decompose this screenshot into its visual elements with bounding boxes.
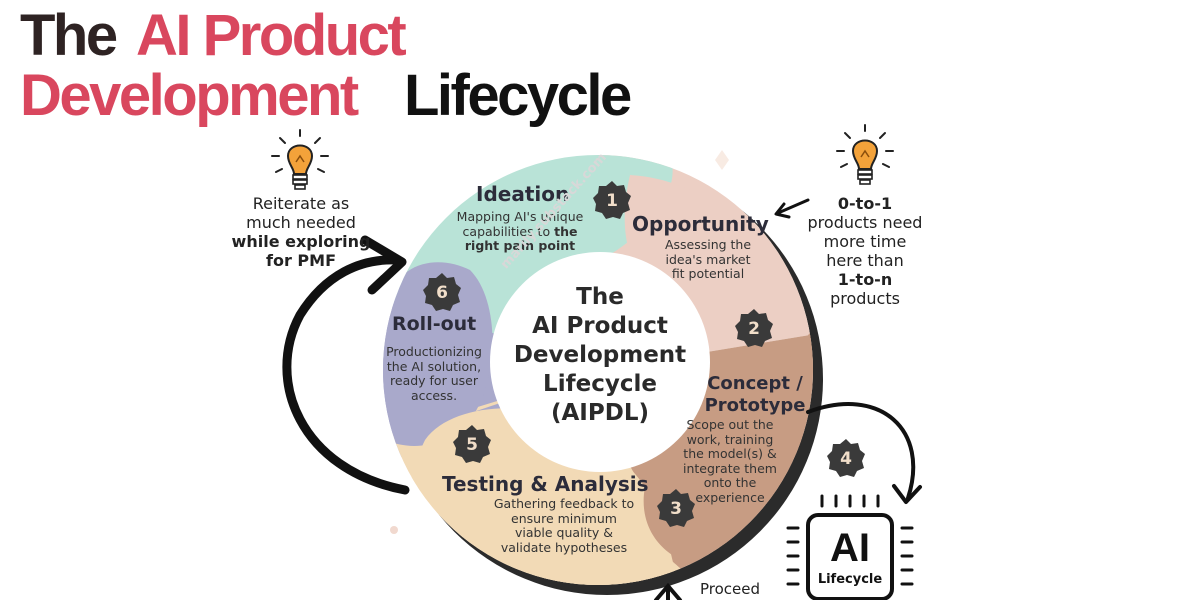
ideation-desc-line1: Mapping AI's unique [456, 209, 584, 224]
concept-desc-line6: experience [695, 489, 765, 505]
badge-6: 6 [423, 273, 461, 311]
testing-desc-line2: ensure minimum [511, 510, 617, 526]
badge-4: 4 [827, 439, 865, 477]
chip-label-ai: AI [830, 526, 870, 570]
svg-text:2: 2 [748, 319, 760, 339]
svg-text:1: 1 [606, 191, 618, 211]
left-note-line2: much needed [246, 213, 356, 232]
decor-dot [390, 526, 398, 534]
proceed-label: Proceed [700, 580, 761, 598]
decor-sparkle [715, 150, 729, 170]
lightbulb-icon-right [836, 124, 894, 185]
svg-text:3: 3 [670, 499, 682, 519]
stage-testing-title: Testing & Analysis [442, 472, 649, 496]
right-note-line2: more time [823, 232, 907, 251]
lightbulb-icon-left [271, 129, 329, 190]
stage-ideation-title: Ideation [476, 182, 570, 206]
right-note-bold2: 1-to-n [837, 270, 893, 289]
left-note-bold1: while exploring [231, 232, 371, 251]
stage-concept-desc: Scope out the work, training the model(s… [680, 417, 780, 505]
concept-title-line2: Prototype [704, 395, 806, 416]
stage-rollout-title: Roll-out [392, 313, 477, 335]
left-note: Reiterate as much needed while exploring… [228, 194, 374, 270]
center-title-line3: Development [513, 342, 687, 368]
center-title: The AI Product Development Lifecycle (AI… [500, 283, 700, 428]
center-title-line5: (AIPDL) [551, 400, 649, 426]
title-the: The [20, 3, 118, 68]
svg-text:5: 5 [466, 435, 478, 455]
stage-rollout-desc: Productionizing the AI solution, ready f… [382, 344, 486, 403]
proceed-arrow [654, 582, 682, 600]
opportunity-desc-line2: idea's market [665, 251, 751, 267]
reiterate-arrow [282, 255, 410, 495]
svg-text:4: 4 [840, 449, 852, 469]
stage-opportunity-title: Opportunity [632, 212, 769, 236]
stage-testing-desc: Gathering feedback to ensure minimum via… [486, 496, 642, 555]
left-note-line1: Reiterate as [252, 194, 350, 213]
right-note-line3: here than [826, 251, 904, 270]
stage-ideation-desc: Mapping AI's unique capabilities to the … [446, 209, 594, 254]
stage-opportunity-desc: Assessing the idea's market fit potentia… [660, 237, 756, 282]
testing-desc-line4: validate hypotheses [500, 539, 628, 555]
badge-5: 5 [453, 425, 491, 463]
opportunity-desc-line3: fit potential [671, 266, 745, 281]
chip-arrow [806, 402, 916, 500]
right-note-line4: products [830, 289, 900, 308]
right-note-line1: products need [807, 213, 923, 232]
rollout-desc-line3: ready for user [390, 373, 478, 388]
concept-title-line1: Concept / [707, 373, 803, 394]
chip-label-lifecycle: Lifecycle [817, 572, 883, 587]
ideation-desc-line2: capabilities to the [462, 223, 578, 239]
rollout-desc-line2: the AI solution, [386, 358, 482, 374]
testing-desc-line1: Gathering feedback to [493, 496, 635, 511]
stage-concept-title: Concept / Prototype [700, 373, 810, 417]
rollout-desc-line4: access. [410, 387, 458, 403]
rollout-desc-line1: Productionizing [386, 344, 482, 359]
concept-desc-line3: the model(s) & [683, 446, 777, 461]
opportunity-arrow [776, 198, 810, 215]
opportunity-desc-line1: Assessing the [664, 237, 752, 252]
badge-1: 1 [593, 181, 631, 219]
concept-desc-line1: Scope out the [686, 417, 774, 432]
concept-desc-line2: work, training [686, 431, 774, 447]
center-title-line1: The [576, 284, 624, 310]
center-circle [490, 252, 710, 472]
title-ai-product: AI Product [136, 3, 407, 68]
testing-desc-line3: viable quality & [514, 525, 614, 540]
left-note-bold2: for PMF [266, 251, 336, 270]
title-development: Development [20, 63, 359, 128]
title-lifecycle: Lifecycle [404, 63, 632, 128]
right-note: 0-to-1 products need more time here than… [800, 194, 930, 308]
svg-text:6: 6 [436, 283, 448, 303]
right-note-bold1: 0-to-1 [837, 194, 893, 213]
ideation-desc-line3: right pain point [464, 238, 576, 253]
badge-2: 2 [735, 309, 773, 347]
badge-3: 3 [657, 489, 695, 527]
center-title-line4: Lifecycle [543, 371, 657, 397]
concept-desc-line5: onto the [703, 475, 757, 490]
ai-chip-icon [786, 494, 914, 600]
center-title-line2: AI Product [532, 313, 668, 339]
concept-desc-line4: integrate them [683, 460, 777, 476]
